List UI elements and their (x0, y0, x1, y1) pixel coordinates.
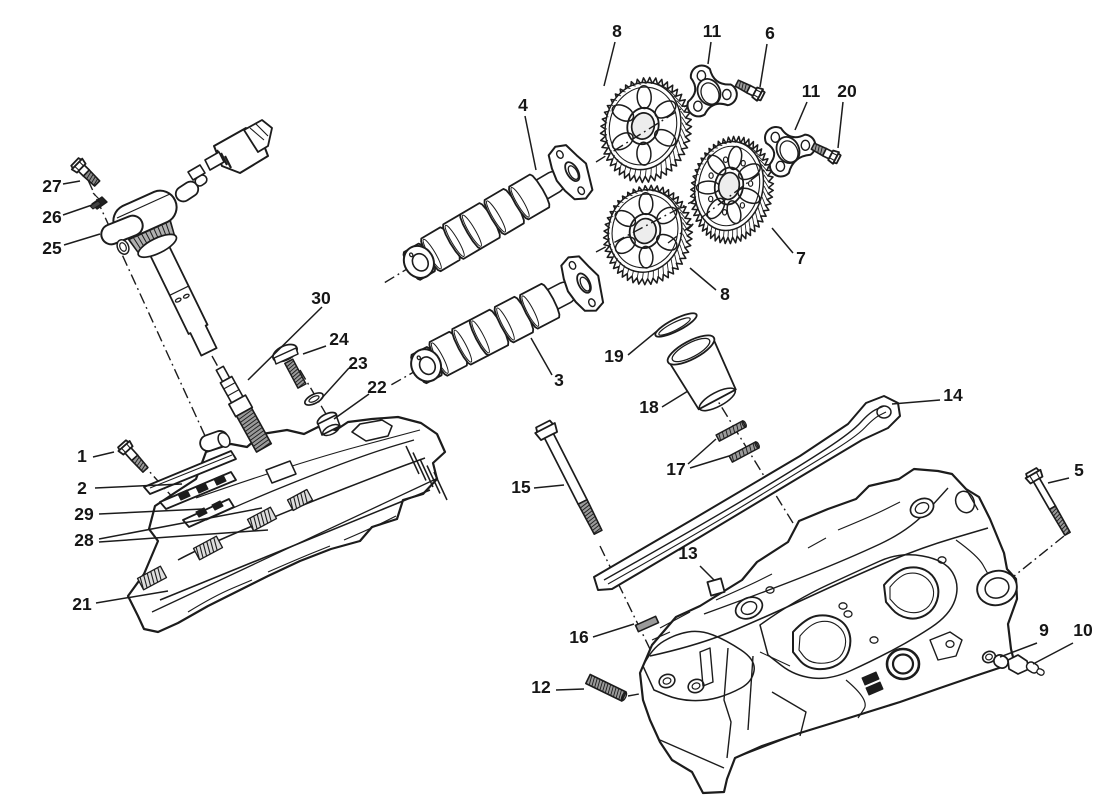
svg-text:17: 17 (666, 459, 685, 479)
svg-text:8: 8 (720, 284, 730, 304)
svg-text:15: 15 (511, 477, 531, 497)
svg-text:9: 9 (1039, 620, 1049, 640)
svg-text:21: 21 (72, 594, 92, 614)
svg-text:19: 19 (604, 346, 624, 366)
svg-text:3: 3 (554, 370, 564, 390)
svg-text:4: 4 (518, 95, 528, 115)
svg-text:25: 25 (42, 238, 62, 258)
svg-text:8: 8 (612, 21, 622, 41)
svg-text:14: 14 (943, 385, 963, 405)
svg-text:26: 26 (42, 207, 62, 227)
svg-text:20: 20 (837, 81, 857, 101)
svg-text:18: 18 (639, 397, 659, 417)
svg-text:29: 29 (74, 504, 94, 524)
svg-text:30: 30 (311, 288, 331, 308)
svg-text:2: 2 (77, 478, 87, 498)
svg-text:23: 23 (348, 353, 368, 373)
svg-text:27: 27 (42, 176, 61, 196)
svg-text:13: 13 (678, 543, 698, 563)
svg-text:7: 7 (796, 248, 806, 268)
svg-text:12: 12 (531, 677, 551, 697)
svg-text:5: 5 (1074, 460, 1084, 480)
svg-text:10: 10 (1073, 620, 1093, 640)
svg-text:1: 1 (77, 446, 87, 466)
svg-text:28: 28 (74, 530, 94, 550)
svg-text:6: 6 (765, 23, 775, 43)
svg-text:22: 22 (367, 377, 387, 397)
svg-text:24: 24 (329, 329, 349, 349)
svg-text:11: 11 (703, 21, 722, 41)
svg-text:11: 11 (802, 81, 821, 101)
svg-text:16: 16 (569, 627, 589, 647)
